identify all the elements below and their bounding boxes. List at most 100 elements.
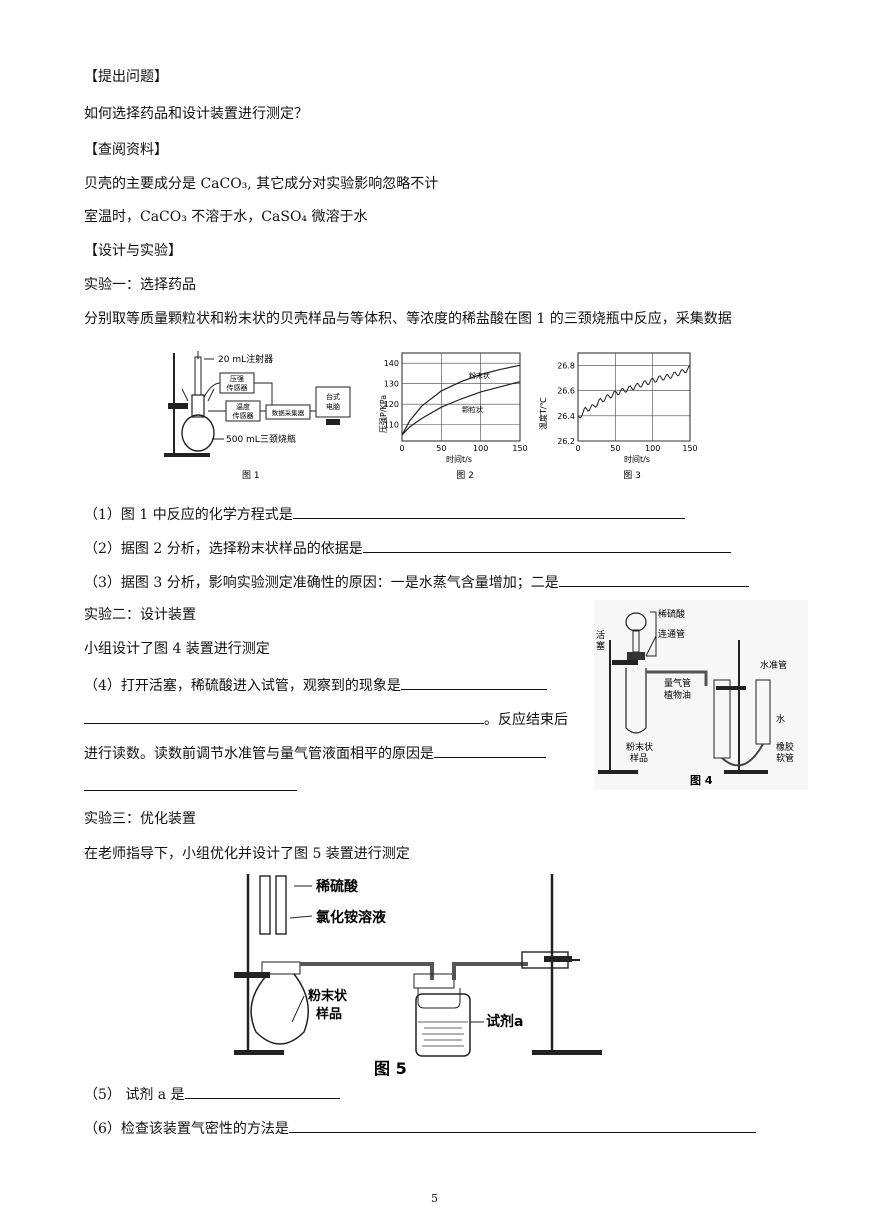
x-tick-label: 0 <box>399 444 404 453</box>
exp1-title: 实验一：选择药品 <box>84 277 196 293</box>
leveling-tube <box>755 679 771 745</box>
answer-blank-4d[interactable] <box>84 776 297 791</box>
tube-to-syringe <box>452 962 528 980</box>
x-tick-label: 150 <box>682 444 697 453</box>
syringe-acid <box>259 875 271 935</box>
question-1: （1）图 1 中反应的化学方程式是 <box>84 504 685 524</box>
question-4a-text: （4）打开活塞，稀硫酸进入试管，观察到的现象是 <box>84 678 401 694</box>
hose-label-1: 橡胶 <box>776 741 794 753</box>
answer-blank-4b[interactable] <box>84 709 484 724</box>
question-4c: 进行读数。读数前调节水准管与量气管液面相平的原因是 <box>84 743 546 763</box>
answer-blank-4a[interactable] <box>400 675 547 690</box>
y-tick-label: 26.6 <box>557 387 575 396</box>
answer-blank-1[interactable] <box>292 504 685 519</box>
page-number: 5 <box>431 1192 438 1205</box>
pressure-sensor-label-1: 压强 <box>230 375 244 383</box>
powder-label-1: 粉末状 <box>308 988 348 1004</box>
question-4d <box>84 776 297 796</box>
stopcock-label-1: 活 <box>596 629 605 641</box>
question-3: （3）据图 3 分析，影响实验测定准确性的原因：一是水蒸气含量增加；二是 <box>84 572 749 592</box>
answer-blank-2[interactable] <box>362 538 731 553</box>
answer-blank-3[interactable] <box>558 572 749 587</box>
y-tick-label: 110 <box>384 421 399 430</box>
figure-2-legend-granule: 颗粒状 <box>462 405 483 414</box>
figure-2-caption: 图 2 <box>456 470 474 481</box>
powder-label-2: 样品 <box>630 752 648 764</box>
x-tick-label: 100 <box>645 444 660 453</box>
figure-3-caption: 图 3 <box>623 470 641 481</box>
figure-2-legend-powder: 粉末状 <box>469 371 490 380</box>
question-5: （5） 试剂 a 是 <box>84 1084 340 1104</box>
acid-label: 稀硫酸 <box>316 878 359 895</box>
exp3-description: 在老师指导下，小组优化并设计了图 5 装置进行测定 <box>84 846 410 862</box>
question-6: （6）检查该装置气密性的方法是 <box>84 1118 756 1138</box>
oil-label: 植物油 <box>664 689 691 701</box>
nh4cl-label: 氯化铵溶液 <box>316 909 387 926</box>
figure-2-series-powder <box>401 364 521 436</box>
level-tube-label: 水准管 <box>760 659 787 671</box>
question-4c-text: 进行读数。读数前调节水准管与量气管液面相平的原因是 <box>84 746 434 762</box>
figure-1-caption: 图 1 <box>242 470 260 481</box>
reference-2: 室温时，CaCO₃ 不溶于水，CaSO₄ 微溶于水 <box>84 209 368 225</box>
answer-blank-4c[interactable] <box>434 743 546 758</box>
figure-3-series-temperature <box>577 365 691 419</box>
heading-reference: 【查阅资料】 <box>84 142 168 158</box>
powder-label-1: 粉末状 <box>626 741 653 753</box>
answer-blank-6[interactable] <box>288 1118 756 1133</box>
figure-3-y-ticks: 26.226.426.626.8 <box>557 362 575 446</box>
powder-label-2: 样品 <box>316 1006 342 1022</box>
figure-1-3-strip: 20 mL注射器 压强 传感器 温度 传感器 数据采集器 台式 电脑 500 m… <box>164 351 698 481</box>
syringe-label: 20 mL注射器 <box>218 353 273 365</box>
reagent-bottle <box>415 993 471 1057</box>
connecting-tube <box>646 670 708 686</box>
stopcock-icon <box>627 652 645 660</box>
y-tick-label: 120 <box>384 400 399 409</box>
hose-label-2: 软管 <box>776 752 794 764</box>
question-5-text: （5） 试剂 a 是 <box>84 1087 185 1103</box>
syringe-nh4cl <box>275 875 287 935</box>
question-6-text: （6）检查该装置气密性的方法是 <box>84 1121 289 1137</box>
question-3-text: （3）据图 3 分析，影响实验测定准确性的原因：一是水蒸气含量增加；二是 <box>84 575 559 591</box>
y-tick-label: 26.4 <box>557 412 575 421</box>
reagent-label: 试剂a <box>486 1013 523 1030</box>
question-text: 如何选择药品和设计装置进行测定？ <box>84 106 308 122</box>
exp2-title: 实验二：设计装置 <box>84 607 196 623</box>
tube-to-bottle <box>300 962 434 980</box>
y-tick-label: 26.2 <box>557 437 575 446</box>
temp-sensor-label-1: 温度 <box>236 402 250 411</box>
stopcock-label-2: 塞 <box>596 640 605 652</box>
separatory-funnel <box>625 612 647 632</box>
question-4b: 。反应结束后 <box>84 709 568 729</box>
answer-blank-5[interactable] <box>184 1084 340 1099</box>
figure-2-ylabel: 压强P/KPa <box>379 395 388 433</box>
x-tick-label: 50 <box>436 444 446 453</box>
x-tick-label: 50 <box>610 444 620 453</box>
y-tick-label: 130 <box>384 380 399 389</box>
figure-3-ylabel: 温度T/℃ <box>538 397 548 430</box>
connector-label: 连通管 <box>658 628 685 640</box>
heading-question: 【提出问题】 <box>84 69 168 85</box>
question-2: （2）据图 2 分析，选择粉末状样品的依据是 <box>84 538 731 558</box>
figure-2-xlabel: 时间t/s <box>446 454 472 464</box>
water-label: 水 <box>776 713 785 725</box>
figure-2-grid <box>401 352 521 442</box>
exp2-description: 小组设计了图 4 装置进行测定 <box>84 641 270 657</box>
question-4a: （4）打开活塞，稀硫酸进入试管，观察到的现象是 <box>84 675 547 695</box>
rubber-hose <box>721 743 764 767</box>
x-tick-label: 150 <box>512 444 527 453</box>
flask-label: 500 mL三颈烧瓶 <box>226 433 296 445</box>
figure-1-apparatus: 20 mL注射器 压强 传感器 温度 传感器 数据采集器 台式 电脑 500 m… <box>164 351 351 481</box>
figure-5-caption: 图 5 <box>374 1059 407 1078</box>
temp-sensor-label-2: 传感器 <box>233 411 254 420</box>
question-4b-text: 。反应结束后 <box>484 712 568 728</box>
test-tube <box>625 668 647 734</box>
reagent-liquid <box>418 1021 468 1047</box>
figure-4-caption: 图 4 <box>690 774 713 787</box>
acid-label: 稀硫酸 <box>658 608 685 620</box>
question-1-text: （1）图 1 中反应的化学方程式是 <box>84 507 293 523</box>
